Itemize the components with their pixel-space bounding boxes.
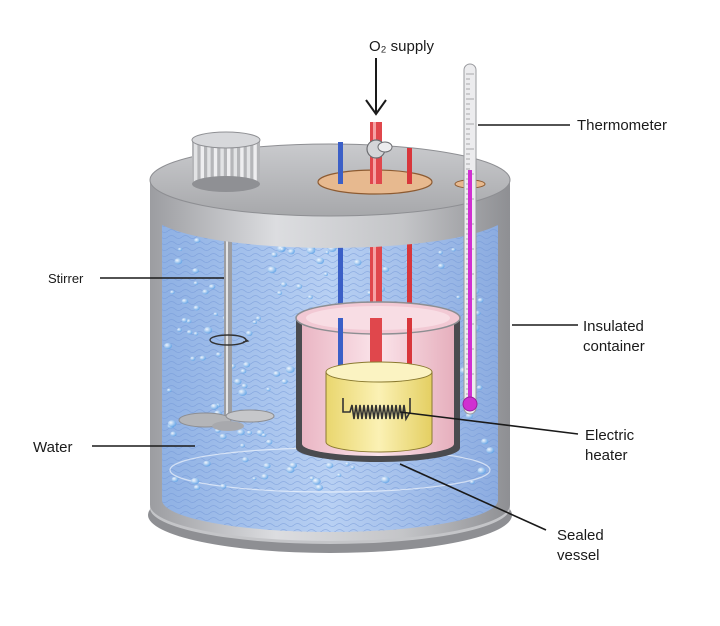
- water-label: Water: [33, 439, 72, 456]
- sealed-vessel-label-line1: Sealed: [557, 527, 604, 544]
- electric-heater-label-line2: heater: [585, 447, 628, 464]
- sealed-vessel-label-line2: vessel: [557, 547, 600, 564]
- o2-supply-label: O₂ supply: [369, 38, 435, 55]
- stirrer-motor: [191, 131, 261, 192]
- electric-heater-label-line1: Electric: [585, 427, 635, 444]
- leader-lines: [92, 124, 579, 531]
- o2-valve: [366, 139, 393, 159]
- electric-heater-coil: [342, 398, 411, 422]
- thermometer-label: Thermometer: [577, 117, 667, 134]
- insulated-container-label-line1: Insulated: [583, 318, 644, 335]
- o2-supply-arrow: [365, 58, 387, 116]
- stirrer-label: Stirrer: [48, 271, 84, 286]
- stirrer: [178, 190, 275, 431]
- insulated-container-label-line2: container: [583, 338, 645, 355]
- thermometer: [462, 63, 478, 415]
